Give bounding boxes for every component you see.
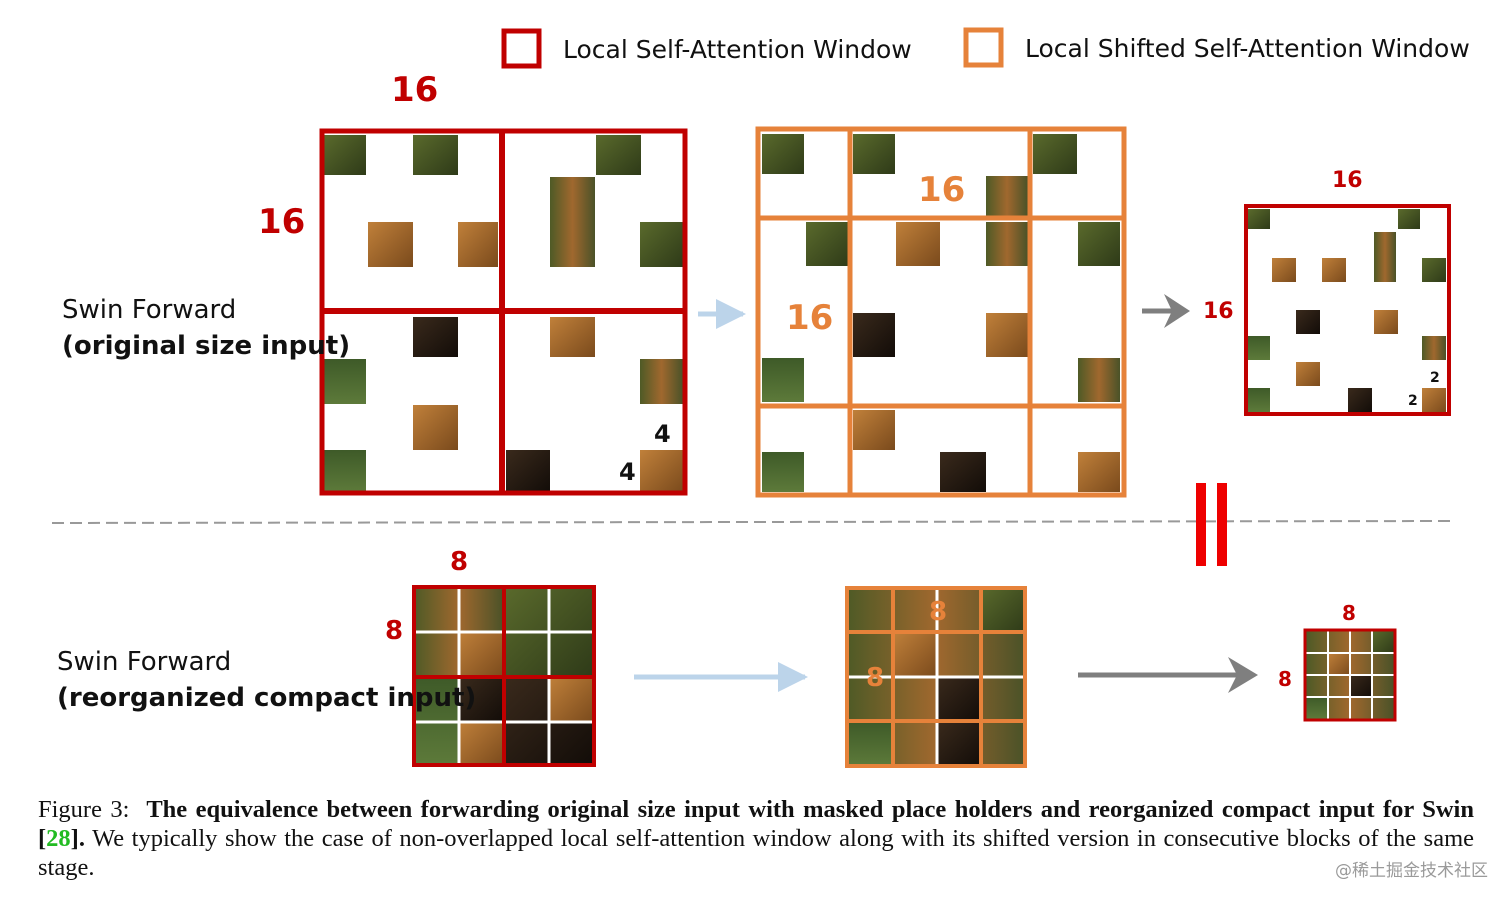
caption-bold-end: ]. (70, 825, 85, 852)
bottom-shifted-grid (845, 586, 1027, 768)
legend-local-label: Local Self-Attention Window (563, 35, 912, 64)
bottom-row-label-line2: (reorganized compact input) (57, 683, 477, 713)
output-dim-label-height: 16 (1203, 299, 1234, 324)
compact-dim-label-height: 8 (385, 616, 404, 646)
caption-bold: The equivalence between forwarding origi… (38, 796, 1474, 852)
top-output-grid (1244, 204, 1451, 416)
shifted-dim-label-width: 16 (918, 170, 966, 210)
shifted-dim-label-height: 16 (786, 298, 834, 338)
compact-shifted-dim-label-width: 8 (929, 597, 948, 627)
top-row-label-line2: (original size input) (62, 331, 351, 361)
top-shifted-grid (755, 126, 1127, 498)
top-original-grid (319, 128, 688, 496)
compact-dim-label-width: 8 (450, 547, 469, 577)
compact-shifted-dim-label-height: 8 (866, 663, 885, 693)
legend-local-icon (501, 28, 542, 69)
caption-body: We typically show the case of non-overla… (38, 825, 1475, 881)
equals-sign (1196, 483, 1227, 566)
bottom-row-label-line1: Swin Forward (57, 647, 232, 677)
figure-caption: Figure 3: The equivalence between forwar… (38, 795, 1474, 882)
bottom-output-grid (1303, 628, 1397, 722)
caption-citation[interactable]: 28 (46, 825, 71, 852)
legend-shifted-label: Local Shifted Self-Attention Window (1025, 34, 1470, 63)
top-row-label: Swin Forward (original size input) (62, 292, 350, 364)
top-flow-arrow-2 (1142, 294, 1190, 328)
dim-label-height: 16 (258, 202, 306, 242)
dim-label-width: 16 (391, 70, 439, 110)
patch-label-height: 4 (654, 420, 671, 448)
output-patch-label-height: 2 (1430, 370, 1440, 386)
watermark: @稀土掘金技术社区 (1335, 861, 1488, 881)
patch-label-width: 4 (619, 458, 636, 486)
caption-prefix: Figure 3: (38, 796, 130, 823)
row-separator (51, 520, 1453, 524)
output-dim-label-width: 16 (1332, 168, 1363, 193)
compact-output-dim-label-height: 8 (1278, 667, 1292, 691)
compact-output-dim-label-width: 8 (1342, 601, 1356, 625)
bottom-row-label: Swin Forward (reorganized compact input) (57, 644, 476, 716)
top-row-label-line1: Swin Forward (62, 295, 237, 325)
output-patch-label-width: 2 (1408, 393, 1418, 409)
bottom-flow-arrow-2 (1078, 657, 1258, 693)
legend-shifted-icon (963, 27, 1004, 68)
bottom-compact-grid (412, 585, 596, 767)
